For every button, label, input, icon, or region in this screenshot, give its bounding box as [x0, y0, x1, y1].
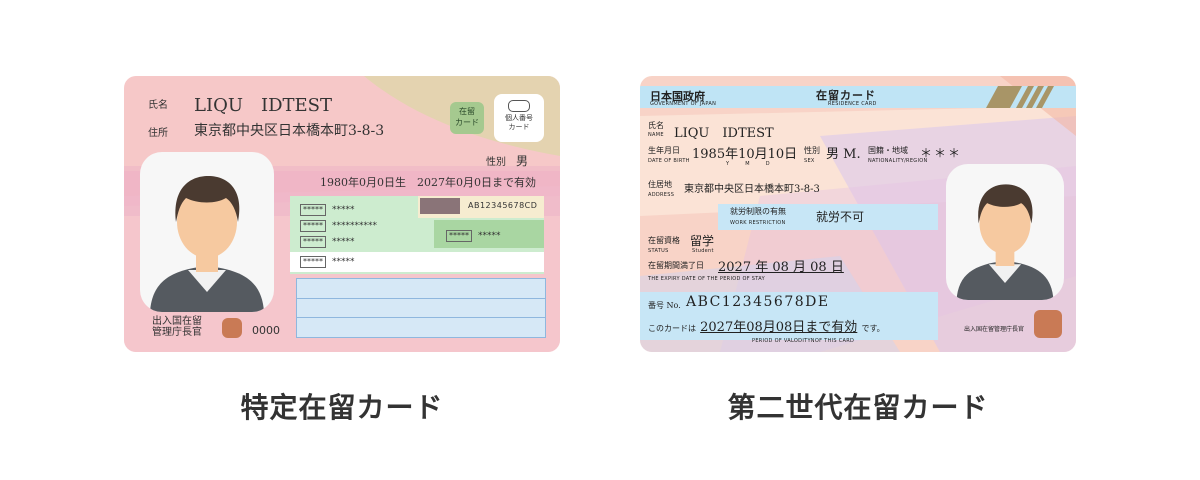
card1-address-label: 住所: [148, 128, 168, 139]
valid-suffix: です。: [861, 324, 885, 333]
card2-seal-stamp: [1034, 310, 1062, 338]
card2-number-box: [640, 292, 938, 340]
card2-dob: 1985年10月10日: [692, 147, 798, 162]
card1-dates: 1980年0月0日生 2027年0月0日まで有効: [320, 176, 536, 189]
field-box: *****: [300, 236, 326, 248]
card1-serial: 0000: [252, 324, 280, 337]
field-value: *****: [332, 205, 355, 215]
card2-title-jp: 在留カード: [816, 89, 876, 102]
work-label-en: WORK RESTRICTION: [730, 220, 786, 226]
card2-gov-en: GOVERNMENT OF JAPAN: [650, 101, 717, 107]
card2-valid-line: このカードは 2027年08月08日まで有効 です。: [648, 316, 885, 335]
card2-name: LIQU IDTEST: [674, 126, 774, 141]
card1-caption: 特定在留カード: [240, 391, 444, 424]
card1-row-3: ***** *****: [300, 236, 355, 248]
valid-prefix: このカードは: [648, 324, 696, 333]
card2-dob-label: 生年月日 DATE OF BIRTH: [648, 146, 690, 166]
card2-nat: ＊＊＊: [920, 146, 963, 160]
field-value: **********: [332, 221, 377, 231]
gender-value: 男: [516, 154, 529, 168]
card1-row-1: ***** *****: [300, 204, 355, 216]
valid-date: 2027年08月08日まで有効: [700, 320, 858, 335]
field-value: *****: [332, 237, 355, 247]
card2-valid-en: PERIOD OF VALODITYNOF THIS CARD: [752, 338, 855, 344]
dob-label-jp: 生年月日: [648, 146, 680, 155]
dob-label-en: DATE OF BIRTH: [648, 158, 690, 164]
card2-title-en: RESIDENCE CARD: [828, 101, 877, 107]
status-label-en: STATUS: [648, 248, 669, 254]
field-box: *****: [300, 256, 326, 268]
card2-dob-ymd: Y M D: [726, 161, 770, 167]
work-label-jp: 就労制限の有無: [730, 207, 786, 216]
gender-label: 性別: [486, 157, 506, 168]
card1-row-5: ***** *****: [300, 256, 355, 268]
card1-name: LIQU IDTEST: [194, 95, 333, 116]
card1-bottom-panel: [290, 252, 544, 272]
card2-work: 就労不可: [816, 210, 865, 224]
name-label-en: NAME: [648, 132, 664, 138]
card1-name-label: 氏名: [148, 100, 168, 111]
field-box: *****: [300, 220, 326, 232]
card2-name-label: 氏名 NAME: [648, 122, 664, 139]
sex-label-jp: 性別: [804, 146, 820, 155]
card1-row-4: ***** *****: [446, 230, 501, 242]
chip-icon: [508, 100, 530, 112]
name-label-jp: 氏名: [648, 121, 664, 130]
card1-row-2: ***************: [300, 220, 377, 232]
card1-address: 東京都中央区日本橋本町3-8-3: [194, 123, 385, 139]
card2-gov-jp: 日本国政府: [650, 90, 705, 103]
card2-issuer: 出入国在留管理庁長官: [964, 326, 1025, 333]
card2-number-label: 番号 No.: [648, 301, 681, 310]
sex-label-en: SEX: [804, 158, 815, 164]
card2-sex-label: 性別 SEX: [804, 146, 820, 166]
card2-sex: 男 M.: [826, 147, 861, 162]
field-box: *****: [300, 204, 326, 216]
card1-endorsement-table: [296, 278, 546, 338]
card2-work-box: [718, 204, 938, 230]
zairyu-card-badge: 在留 カード: [450, 102, 484, 134]
card1-seal-stamp: [222, 318, 242, 338]
card2-addr-label: 住居地 ADDRESS: [648, 180, 674, 200]
field-box: *****: [446, 230, 472, 242]
card2-header-bar: [640, 86, 1076, 108]
card2-address: 東京都中央区日本橋本町3-8-3: [684, 184, 820, 195]
card2-status: 留学: [690, 234, 715, 248]
card1-card-number: AB12345678CD: [468, 201, 538, 210]
specific-residence-card: 氏名 LIQU IDTEST 住所 東京都中央区日本橋本町3-8-3 在留 カー…: [124, 76, 560, 352]
status-label-jp: 在留資格: [648, 236, 680, 245]
card2-photo: [946, 164, 1064, 300]
card2-period-label-jp: 在留期間満了日: [648, 261, 704, 270]
field-value: *****: [332, 257, 355, 267]
person-portrait-icon: [150, 176, 264, 312]
card2-caption: 第二世代在留カード: [727, 391, 989, 424]
addr-label-jp: 住居地: [648, 180, 672, 189]
card2-status-en: Student: [692, 248, 714, 254]
card2-nat-label: 国籍・地域 NATIONALITY/REGION: [868, 146, 928, 166]
mynumber-card-badge: 個人番号 カード: [494, 94, 544, 142]
card2-work-label: 就労制限の有無 WORK RESTRICTION: [730, 207, 786, 228]
card2-number: ABC12345678DE: [686, 294, 830, 310]
card1-photo: [140, 152, 274, 312]
field-value: *****: [478, 231, 501, 241]
person-portrait-icon: [956, 184, 1054, 300]
nat-label-en: NATIONALITY/REGION: [868, 158, 928, 164]
card1-mask-block: [420, 198, 460, 214]
second-generation-residence-card: 日本国政府 GOVERNMENT OF JAPAN 在留カード RESIDENC…: [640, 76, 1076, 352]
card1-right-green: [434, 220, 544, 248]
nat-label-jp: 国籍・地域: [868, 146, 908, 155]
addr-label-en: ADDRESS: [648, 192, 675, 198]
mynumber-badge-label: 個人番号 カード: [505, 114, 533, 131]
card1-gender-label: 性別 男: [486, 152, 528, 169]
card1-issuer: 出入国在留 管理庁長官: [152, 316, 202, 338]
card2-status-label: 在留資格 STATUS: [648, 236, 680, 256]
card2-hologram-stripes: [986, 86, 1054, 108]
card2-period-label-en: THE EXPIRY DATE OF THE PERIOD OF STAY: [648, 276, 765, 282]
card2-period: 2027 年 08 月 08 日: [718, 260, 844, 275]
